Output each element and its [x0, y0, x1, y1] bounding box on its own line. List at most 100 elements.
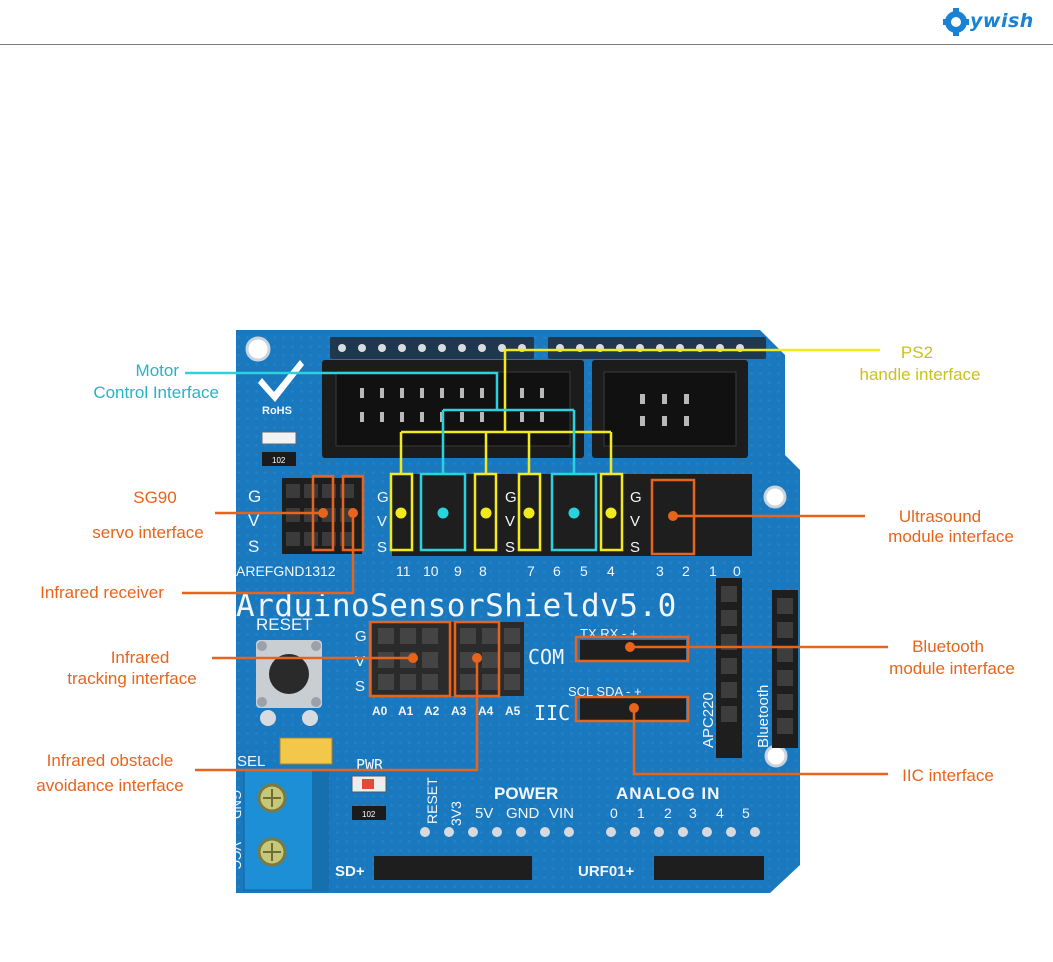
analog-in-label: ANALOG IN — [616, 784, 720, 803]
silk-g: G — [248, 487, 261, 506]
callout-ir-obstacle-line1: Infrared obstacle — [47, 751, 174, 770]
sensor-shield-board — [236, 330, 800, 893]
silk-v: V — [377, 513, 387, 530]
mount-hole — [764, 744, 788, 768]
callout-ir-obstacle-line2: avoidance interface — [36, 776, 183, 795]
pin-label-4: 4 — [607, 563, 615, 579]
pin-label-0: 0 — [733, 563, 741, 579]
resistor-code-2: 102 — [362, 810, 376, 819]
analog-num-3: 3 — [689, 805, 697, 821]
aref-gnd-label: AREFGND1312 — [236, 563, 336, 579]
urf-label: URF01+ — [578, 863, 635, 880]
smd-resistor-2 — [352, 806, 386, 820]
gear-icon — [943, 8, 969, 36]
pin-label-8: 8 — [479, 563, 487, 579]
resistor-code: 102 — [272, 456, 286, 465]
smd-resistor — [262, 452, 296, 466]
ps2-callout-lines — [389, 348, 880, 552]
pwr-label: PWR — [356, 756, 384, 774]
gvs-labels-left: G V S — [248, 487, 261, 556]
callout-ultrasound-line1: Ultrasound — [899, 507, 981, 526]
silk-s: S — [505, 539, 515, 556]
power-header-label: POWER — [494, 784, 558, 803]
pin-label-6: 6 — [553, 563, 561, 579]
analog-num-0: 0 — [610, 805, 618, 821]
smd-led — [261, 431, 297, 445]
ps2-dots — [395, 507, 617, 519]
idc-connector-right — [592, 360, 748, 458]
pin-label-7: 7 — [527, 563, 535, 579]
gvs-labels-mid1: G V S — [377, 489, 389, 556]
silk-g: G — [630, 489, 642, 506]
sel-label: SEL — [237, 753, 265, 770]
pin-label-5: 5 — [580, 563, 588, 579]
sel-jumper — [279, 737, 333, 765]
power-gnd-label: GND — [506, 805, 540, 822]
iic-label: IIC — [534, 701, 570, 725]
mount-hole — [245, 336, 271, 362]
callout-ps2-line2: handle interface — [860, 365, 981, 384]
silk-s: S — [377, 539, 387, 556]
silk-s: S — [248, 537, 259, 556]
silk-s: S — [630, 539, 640, 556]
callout-bluetooth-line2: module interface — [889, 659, 1015, 678]
gvs-labels-mid3: G V S — [630, 489, 642, 556]
sd-label: SD+ — [335, 863, 365, 880]
pin-label-10: 10 — [423, 563, 439, 579]
power-holes — [420, 827, 760, 837]
gvs-labels-analog: G V S — [355, 628, 367, 695]
silk-v: V — [248, 511, 260, 530]
motor-callout-lines — [185, 371, 598, 552]
silk-g: G — [377, 489, 389, 506]
urf-header — [654, 856, 764, 880]
power-3v3-label: 3V3 — [448, 801, 464, 826]
analog-in-numbers: 0 1 2 3 4 5 — [610, 805, 750, 821]
silk-s: S — [355, 678, 365, 695]
power-vin-label: VIN — [549, 805, 574, 822]
terminal-block — [243, 769, 329, 891]
pwr-led-dot — [362, 779, 374, 789]
callout-sg90-line2: servo interface — [92, 523, 204, 542]
rohs-mark: RoHS — [258, 360, 304, 417]
analog-num-2: 2 — [664, 805, 672, 821]
callout-sg90-line1: SG90 — [133, 488, 176, 507]
sd-header — [374, 856, 532, 880]
silk-v: V — [355, 653, 365, 670]
scl-sda-label: SCL SDA - + — [568, 684, 642, 699]
pin-label-a2: A2 — [424, 704, 440, 718]
orange-callout-lines — [182, 474, 888, 776]
callout-ir-receiver: Infrared receiver — [40, 583, 164, 602]
pin-label-a3: A3 — [451, 704, 467, 718]
header-rule — [0, 44, 1053, 45]
analog-num-1: 1 — [637, 805, 645, 821]
power-reset-label: RESET — [424, 777, 440, 824]
callout-iic: IIC interface — [902, 766, 994, 785]
callout-ultrasound-line2: module interface — [888, 527, 1014, 546]
pin-label-3: 3 — [656, 563, 664, 579]
silk-v: V — [630, 513, 640, 530]
com-label: COM — [528, 645, 564, 669]
mount-hole — [763, 485, 787, 509]
power-5v-label: 5V — [475, 805, 493, 822]
digital-pin-labels: 11 10 9 8 7 6 5 4 3 2 1 0 — [396, 563, 741, 579]
pin-label-1: 1 — [709, 563, 717, 579]
callout-motor-line2: Control Interface — [93, 383, 219, 402]
callout-bluetooth-line1: Bluetooth — [912, 637, 984, 656]
pin-label-11: 11 — [396, 563, 411, 579]
callout-ir-tracking-line2: tracking interface — [67, 669, 196, 688]
analog-pin-labels: A0 A1 A2 A3 A4 A5 — [372, 704, 521, 718]
pin-label-a4: A4 — [478, 704, 494, 718]
orange-dots — [318, 508, 678, 713]
pin-label-9: 9 — [454, 563, 462, 579]
reset-label: RESET — [256, 615, 313, 634]
top-pin-header — [330, 337, 766, 359]
silk-g: G — [505, 489, 517, 506]
pin-label-a1: A1 — [398, 704, 414, 718]
rohs-text: RoHS — [262, 405, 292, 417]
gvs-labels-mid2: G V S — [505, 489, 517, 556]
callout-ps2-line1: PS2 — [901, 343, 933, 362]
callout-motor-line1: Motor — [136, 361, 180, 380]
gnd-label: GND — [229, 790, 244, 819]
motor-dots — [437, 507, 580, 519]
pin-label-a5: A5 — [505, 704, 521, 718]
